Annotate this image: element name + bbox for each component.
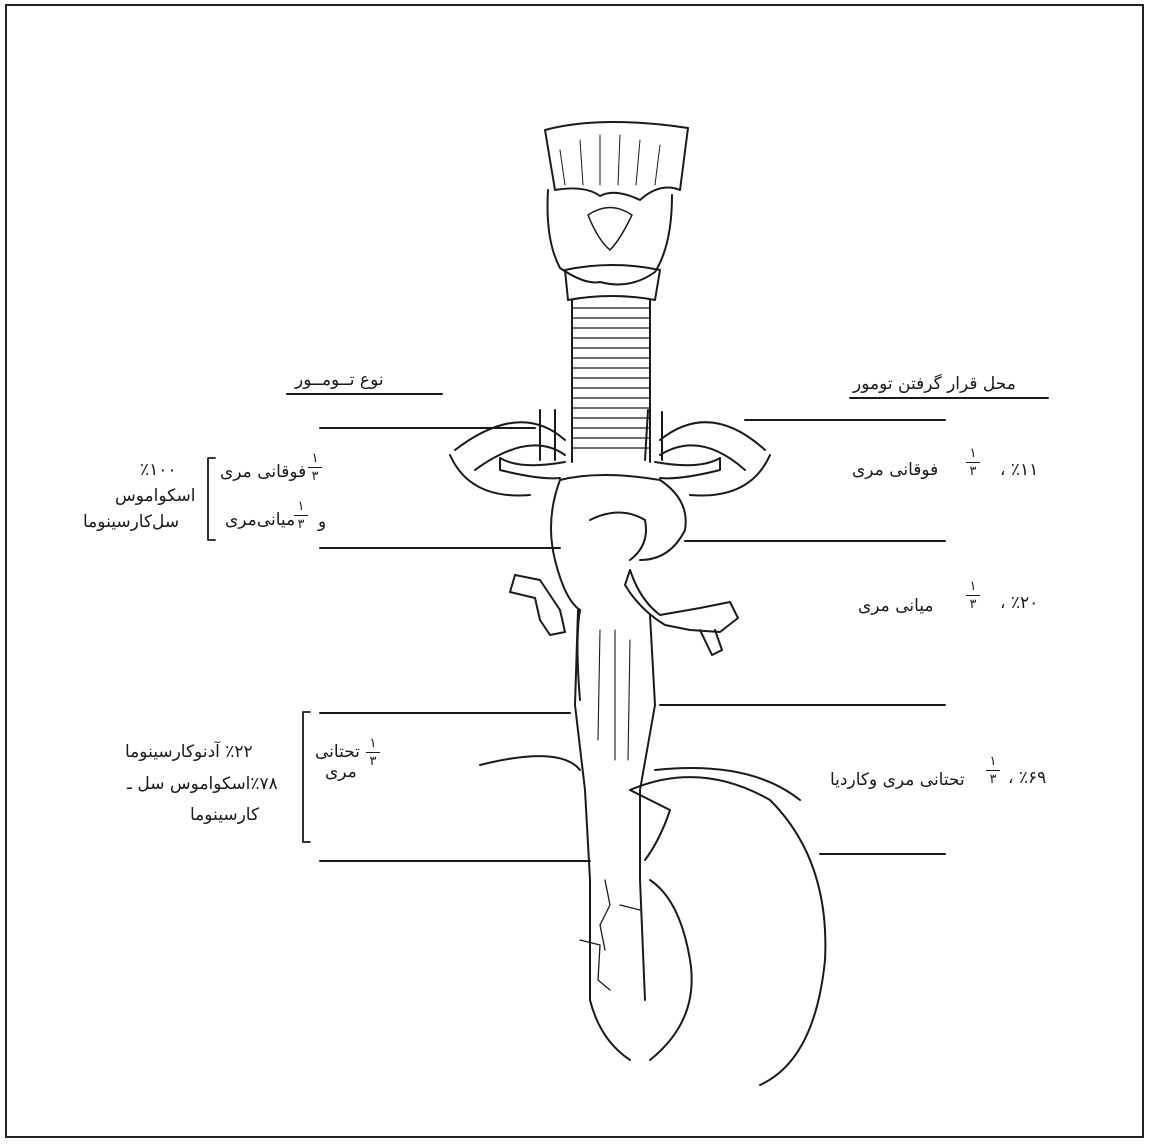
upper-group-type-line1: اسکواموس [115, 486, 196, 506]
location-percent: ٪۱۱ ، [1000, 460, 1038, 480]
location-label: تحتانی مری وکاردیا [830, 770, 965, 790]
upper-group-connector: و [318, 512, 326, 532]
left-column-heading: نوع تــومــور [295, 370, 384, 390]
upper-group-region1: فوقانی مری [220, 462, 306, 482]
lower-group-region-line2: مری [325, 762, 357, 782]
location-fraction: ۱ ۳ [966, 447, 980, 478]
level-divider-lines [320, 420, 945, 861]
location-percent: ٪۲۰ ، [1000, 593, 1038, 613]
great-vessels-drawing [450, 410, 770, 496]
location-percent: ٪۶۹ ، [1008, 768, 1046, 788]
fraction-numerator: ۱ [966, 580, 980, 596]
upper-group-percent: ٪۱۰۰ [140, 460, 177, 480]
fraction-denominator: ۳ [966, 463, 980, 478]
fraction-numerator: ۱ [308, 452, 322, 468]
location-label: فوقانی مری [852, 460, 938, 480]
fraction-denominator: ۳ [966, 596, 980, 611]
lower-group-region-line1: تحتانی [315, 742, 360, 762]
fraction-numerator: ۱ [294, 500, 308, 516]
fraction-numerator: ۱ [366, 737, 380, 753]
upper-fraction-1: ۱ ۳ [308, 452, 322, 483]
fraction-denominator: ۳ [308, 468, 322, 483]
lower-group-type-line2: ٪۷۸اسکواموس سل ـ [127, 774, 278, 794]
larynx-drawing [545, 122, 688, 300]
location-fraction: ۱ ۳ [986, 755, 1000, 786]
lower-group-type-line3: کارسینوما [190, 805, 259, 825]
fraction-numerator: ۱ [986, 755, 1000, 771]
bronchi-drawing [510, 570, 738, 655]
location-fraction: ۱ ۳ [966, 580, 980, 611]
fraction-denominator: ۳ [986, 771, 1000, 786]
upper-fraction-2: ۱ ۳ [294, 500, 308, 531]
upper-group-type-line2: سل‌کارسینوما [83, 512, 179, 532]
lower-fraction: ۱ ۳ [366, 737, 380, 768]
trachea-drawing [572, 300, 650, 462]
upper-group-region2: میانی‌مری [225, 510, 295, 530]
location-label: میانی مری [858, 596, 934, 616]
fraction-denominator: ۳ [366, 753, 380, 768]
diaphragm-stomach-drawing [480, 756, 825, 1085]
right-column-heading: محل قرار گرفتن تومور [853, 374, 1016, 394]
fraction-numerator: ۱ [966, 447, 980, 463]
aortic-arch-drawing [551, 475, 686, 700]
lower-group-type-line1: ٪۲۲ آدنوکارسینوما [125, 742, 253, 762]
fraction-denominator: ۳ [294, 516, 308, 531]
